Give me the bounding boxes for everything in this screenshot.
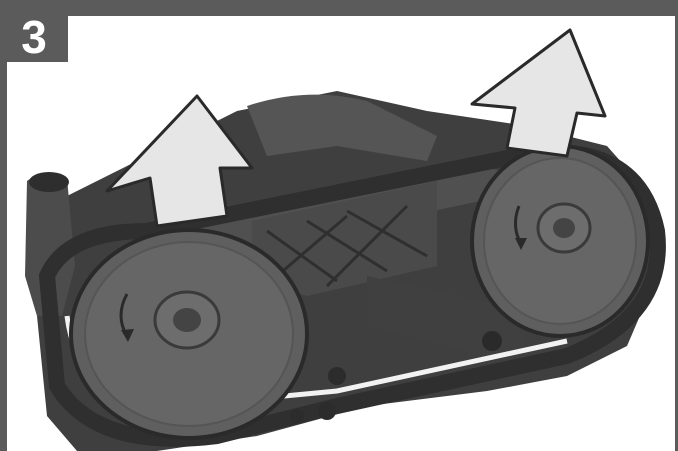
step-number-badge: 3 bbox=[0, 12, 68, 62]
lift-arrow-icon bbox=[105, 94, 254, 228]
right-border bbox=[675, 16, 678, 451]
header-bar bbox=[0, 0, 678, 16]
lift-arrow-icon bbox=[470, 28, 607, 158]
left-border bbox=[0, 16, 7, 451]
drive-wheel-icon bbox=[69, 228, 309, 440]
idler-wheel-icon bbox=[470, 144, 650, 338]
band-saw-assembly-icon bbox=[25, 28, 666, 451]
